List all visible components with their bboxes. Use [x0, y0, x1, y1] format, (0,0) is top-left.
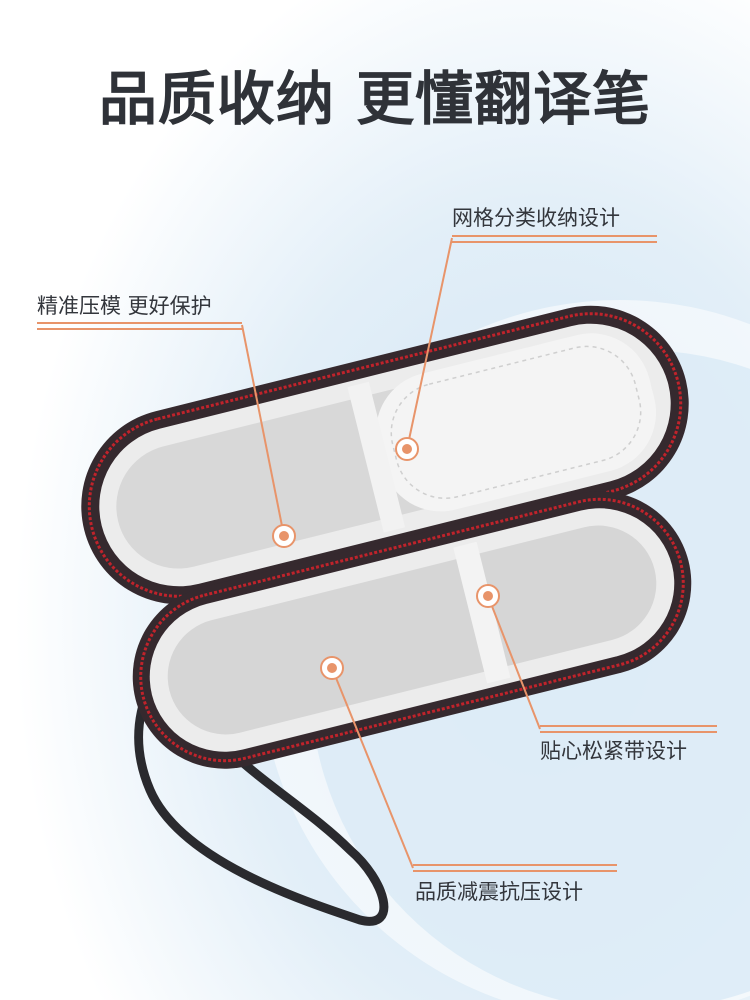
callout-mold: 精准压模 更好保护 [37, 294, 212, 318]
callout-shock: 品质减震抗压设计 [415, 880, 583, 904]
case-lid [81, 305, 689, 605]
strap-leader [487, 595, 541, 730]
shock-leader [331, 667, 414, 869]
callout-strap: 贴心松紧带设计 [540, 739, 687, 763]
mold-leader [241, 324, 285, 537]
mesh-leader [406, 237, 453, 450]
callout-mesh: 网格分类收纳设计 [452, 206, 620, 230]
callout-dots [272, 437, 500, 680]
case-base [132, 491, 692, 769]
headline: 品质收纳 更懂翻译笔 [98, 65, 652, 133]
wrist-strap [134, 595, 389, 926]
